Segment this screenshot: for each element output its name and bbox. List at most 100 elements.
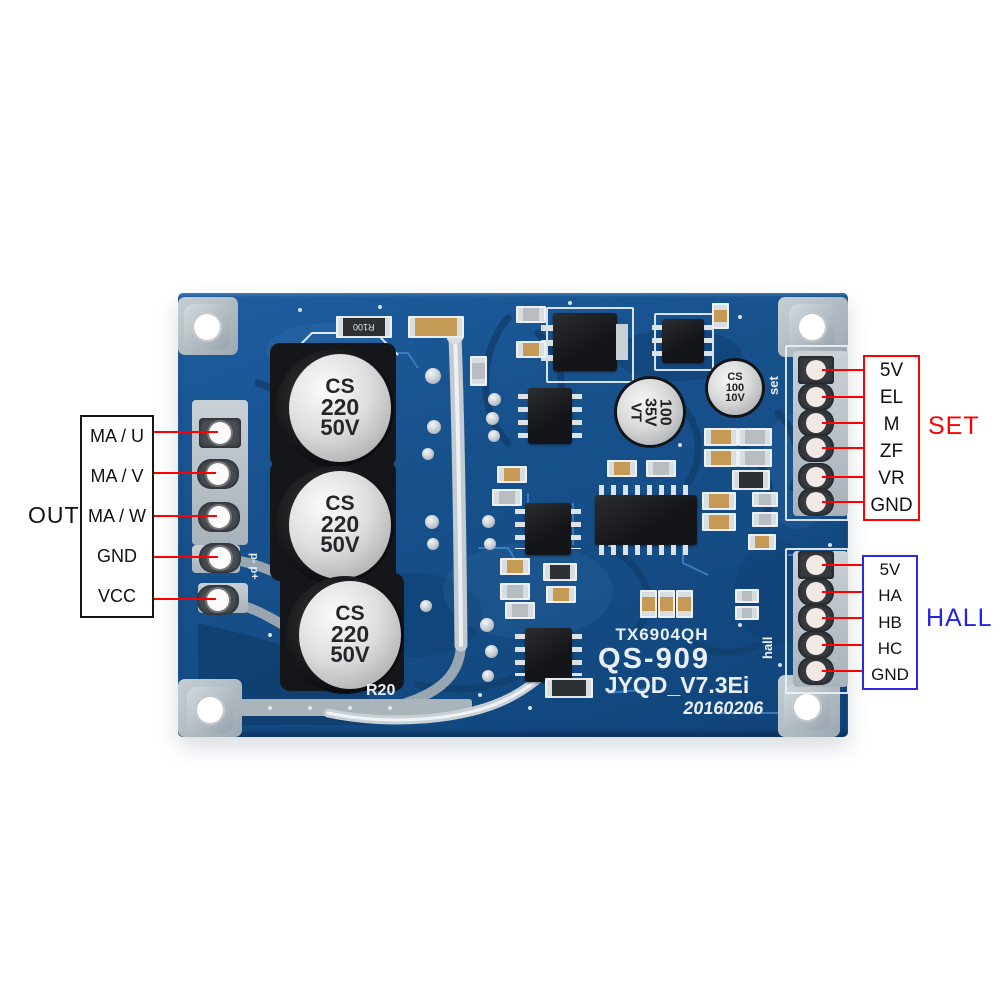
callout-line [822,617,862,619]
solder-blob [427,420,441,434]
via [738,623,742,627]
set-pin-gnd [798,488,834,516]
soic8-ic-3 [515,628,582,682]
callout-line [822,591,862,593]
out-pin-label: MA / V [90,466,144,487]
hall-pin-5v [798,551,834,579]
callout-line [150,472,216,474]
resistor [735,589,759,603]
cap-marking: 220 [320,393,360,420]
solder-blob [425,368,441,384]
solder-blob [427,538,439,550]
cap-marking: CS [325,491,355,515]
solder-blob [482,670,494,682]
pad-ma-u [199,418,241,448]
small-capacitor-100-35v: 100 35V VT [617,379,683,445]
resistor [640,590,657,618]
resistor [516,306,546,323]
set-pin-label: VR [878,467,905,489]
callout-line [822,396,863,398]
hall-pin-hc [798,631,834,659]
solder-blob [420,600,432,612]
resistor [470,356,487,386]
cap-marking: 50V [330,642,370,668]
silkscreen-model: QS-909 [598,643,710,675]
mounting-hole-top-right [789,304,835,350]
cap-marking: 100 [725,381,745,394]
via [308,706,312,710]
resistor [497,466,527,483]
resistor [704,449,738,467]
resistor [738,449,772,467]
solder-blob [422,448,434,460]
silkscreen-firmware: JYQD_V7.3Ei [604,672,750,698]
cap-marking: 10V [725,392,745,405]
cap-marking: 50V [320,532,360,558]
pad-ma-w [198,502,240,532]
resistor [704,428,738,446]
cap-marking: CS [335,601,365,625]
via [738,315,742,319]
hall-pin-label: HB [878,612,902,632]
soic8-ic-2 [515,503,581,555]
resistor [516,341,546,358]
silkscreen-polarity: p- p+ [248,553,260,580]
hall-callout-box: 5V HA HB HC GND [862,555,918,690]
resistor [408,316,464,338]
cap-marking: 100 [656,398,674,426]
set-pin-label: ZF [879,440,904,462]
callout-line [822,501,863,503]
solder-blob [488,393,501,406]
sot223-transistor [652,319,714,363]
via [298,308,302,312]
dpak-tab [616,324,628,360]
callout-line [822,369,863,371]
silkscreen-date-code: 20160206 [682,698,766,718]
hall-group-label: HALL [926,604,993,632]
resistor-marking: R100 [353,322,375,332]
resistor [752,492,778,507]
callout-line [822,564,862,566]
cap-marking: CS [325,374,355,398]
silkscreen-part-number: TX6904QH [615,625,709,644]
resistor [702,513,736,531]
out-pin-label: MA / W [88,505,146,526]
solder-blob [488,430,500,442]
cap-marking: 220 [320,510,360,537]
resistor [748,534,776,550]
set-pin-label: M [883,413,900,435]
dpak-leg [541,325,553,331]
callout-line [822,644,862,646]
cap-marking: 50V [320,415,360,441]
via [388,706,392,710]
via [348,706,352,710]
set-pin-label: GND [870,494,913,516]
via [268,633,272,637]
resistor [545,678,593,698]
solder-blob [486,412,499,425]
resistor [658,590,675,618]
cap-marking: VT [626,402,644,422]
out-callout-box: MA / U MA / V MA / W GND VCC [80,415,154,618]
resistor [492,489,522,506]
callout-line [150,556,218,558]
resistor [752,512,778,527]
via [678,443,682,447]
hall-pin-label: HC [877,638,903,658]
resistor [712,303,729,329]
resistor [732,470,770,490]
resistor [546,586,576,603]
mounting-hole-top-left [184,304,230,350]
cap-marking: 220 [330,620,370,647]
via [528,706,532,710]
callout-line [150,431,218,433]
solder-blob [425,515,439,529]
hall-pin-label: 5V [879,560,901,580]
resistor [500,583,530,600]
resistor [505,602,535,619]
soic8-ic-1 [518,388,582,444]
out-pin-label: VCC [97,585,136,606]
callout-line [822,476,863,478]
